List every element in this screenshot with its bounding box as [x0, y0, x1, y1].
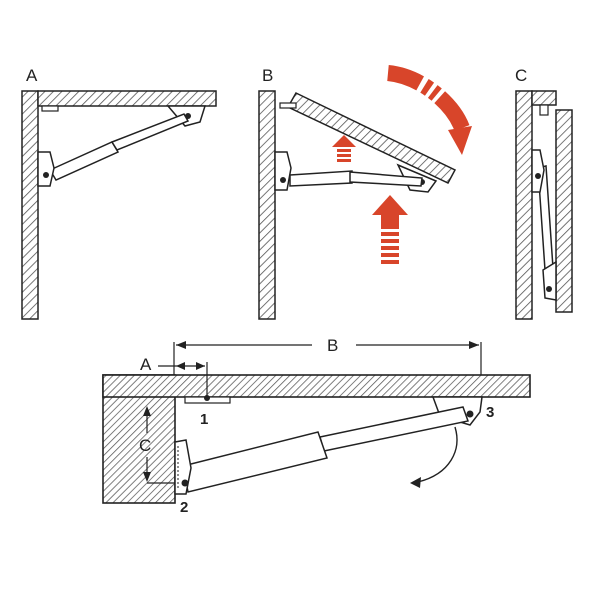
panel-b-lid [286, 92, 457, 184]
panel-c-lid-bracket [542, 260, 557, 301]
panel-a-lid [37, 90, 217, 107]
dimension-a: A [140, 355, 208, 398]
detail-strut-rod [319, 406, 469, 452]
panel-a-label: A [26, 66, 38, 85]
panel-c-hinge [539, 104, 549, 116]
point-2-label: 2 [180, 499, 188, 516]
panel-b-strut-rod [349, 171, 423, 187]
panel-b-wall [258, 90, 276, 320]
panel-a-strut-cylinder [48, 141, 120, 181]
panel-b-wall-bracket [274, 151, 292, 191]
point-3-pivot [466, 410, 474, 418]
panel-c: C [515, 66, 573, 320]
panel-b-small-up-arrow [332, 135, 356, 162]
panel-b-strut-cylinder [289, 170, 353, 187]
panel-c-wall [515, 90, 533, 320]
detail-view: B A C 1 3 [102, 336, 531, 516]
panel-c-wall-pivot [535, 173, 541, 179]
panel-b-label: B [262, 66, 273, 85]
panel-a-wall-bracket [37, 151, 55, 187]
dimension-a-label: A [140, 355, 152, 374]
panel-a: A [21, 66, 217, 320]
dimension-b: B [173, 336, 482, 375]
panel-b-wall-pivot [280, 177, 286, 183]
detail-rotation-arrow [410, 426, 458, 488]
dimension-b-label: B [327, 336, 338, 355]
dimension-c: C [139, 406, 176, 484]
panel-c-lid-pivot [546, 286, 552, 292]
point-3-label: 3 [486, 404, 494, 421]
panel-a-wall [21, 90, 39, 320]
panel-b-rotation-arrow [386, 65, 472, 155]
point-1-pivot [204, 395, 210, 401]
panel-b-large-up-arrow [372, 195, 408, 264]
panel-a-strut-rod [110, 113, 190, 151]
dimension-c-label: C [139, 436, 151, 455]
panel-c-label: C [515, 66, 527, 85]
panel-c-lid [555, 109, 573, 313]
panel-c-wall-bracket [531, 149, 545, 193]
panel-a-hinge [41, 105, 59, 112]
panel-c-top-cap [531, 90, 557, 106]
panel-b-hinge [279, 102, 297, 109]
detail-lid [102, 374, 531, 398]
panel-a-wall-pivot [43, 172, 49, 178]
panel-b: B [258, 65, 472, 320]
point-2-pivot [181, 479, 189, 487]
detail-strut-cylinder [182, 431, 328, 493]
point-1-label: 1 [200, 411, 208, 428]
